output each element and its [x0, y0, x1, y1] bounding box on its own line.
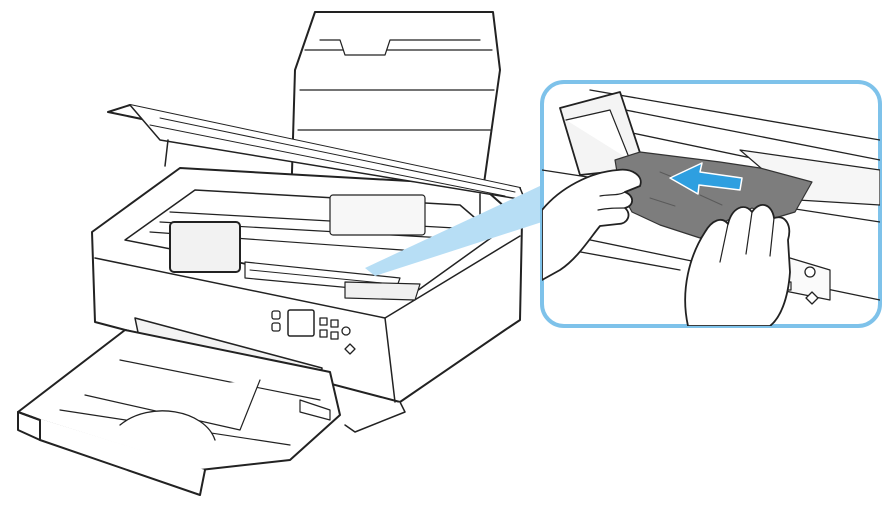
callout-pointer [365, 185, 542, 276]
operation-panel [271, 309, 356, 355]
printer-interior [124, 189, 496, 301]
detail-callout [540, 80, 882, 328]
left-hand [542, 168, 642, 281]
pull-direction-arrow [669, 162, 743, 195]
scanning-unit-cover [107, 104, 526, 216]
paper-output-tray [17, 317, 406, 496]
